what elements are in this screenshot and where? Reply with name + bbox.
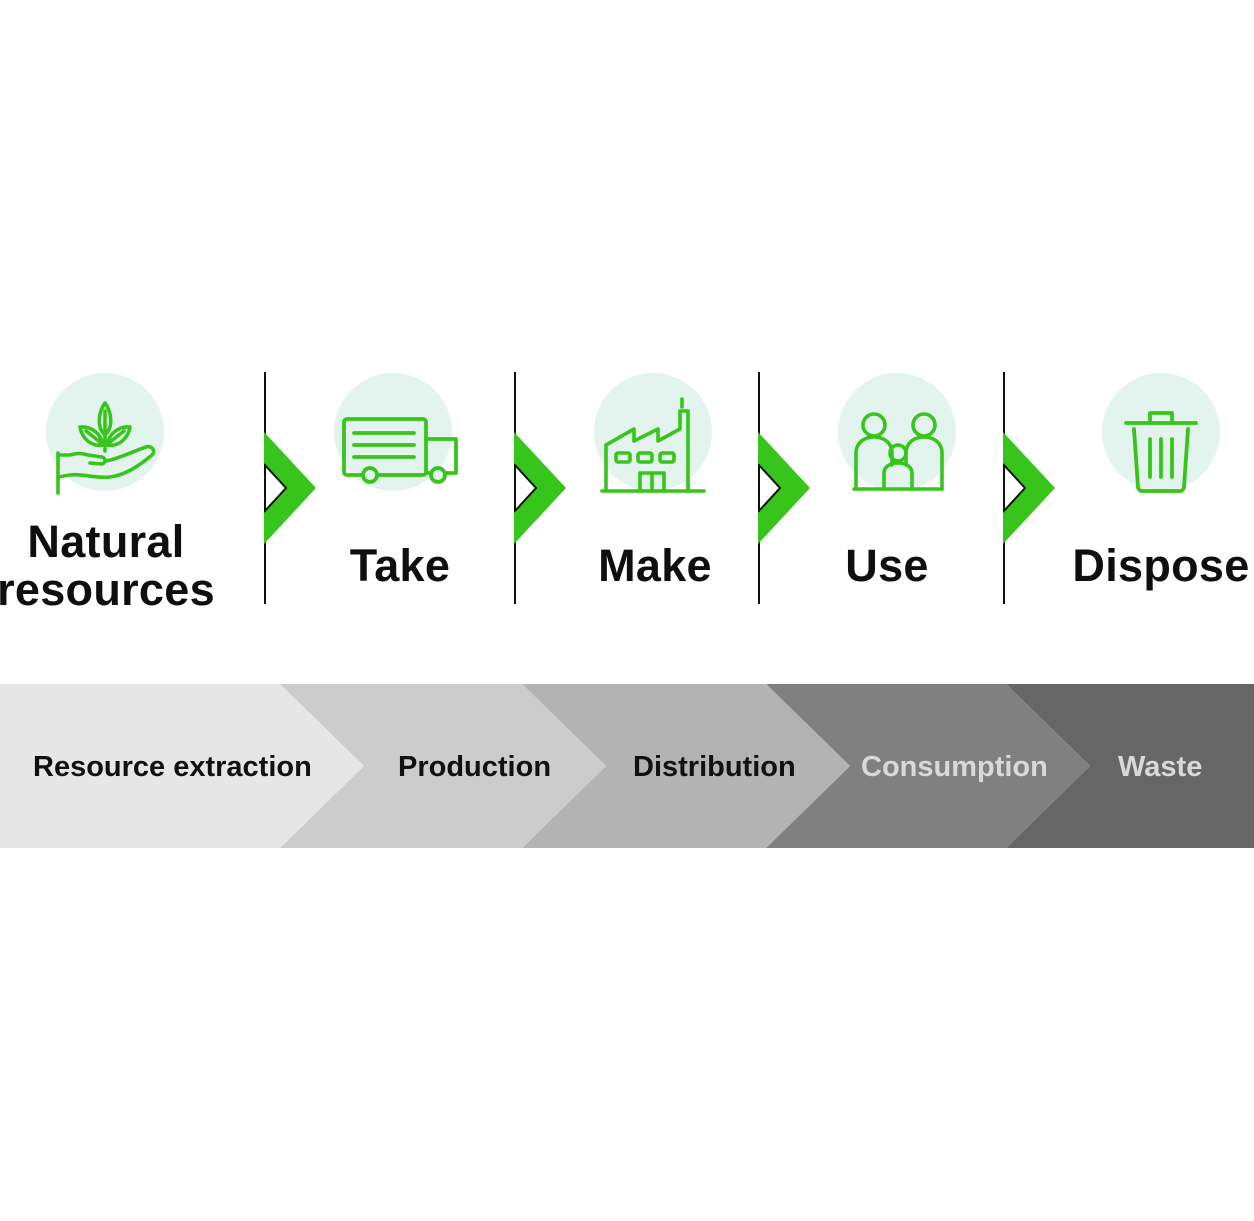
step-label-natural-line-2: resources bbox=[0, 564, 215, 615]
use-icon-circle bbox=[838, 373, 956, 491]
chevron-right-icon bbox=[514, 432, 566, 544]
factory-icon bbox=[600, 397, 706, 493]
flow-label-waste: Waste bbox=[1118, 751, 1203, 783]
flow-label-distribution: Distribution bbox=[633, 751, 796, 783]
step-label-natural-line-1: Natural bbox=[27, 516, 185, 567]
flow-segment-waste bbox=[1006, 684, 1254, 848]
flow-segment-distribution bbox=[522, 684, 850, 848]
divider-2 bbox=[514, 372, 516, 604]
step-label-dispose: Dispose bbox=[1072, 540, 1250, 591]
make-icon-circle bbox=[594, 373, 712, 493]
dispose-icon-circle bbox=[1102, 373, 1220, 493]
hand-with-plant-icon bbox=[56, 401, 156, 495]
step-label-take: Take bbox=[349, 540, 451, 591]
flow-bar bbox=[0, 684, 1254, 848]
flow-segment-resource-extraction bbox=[0, 684, 364, 848]
chevron-right-icon bbox=[264, 432, 316, 544]
step-label-make: Make bbox=[598, 540, 712, 591]
family-people-icon bbox=[852, 412, 944, 491]
chevron-right-icon bbox=[1003, 432, 1055, 544]
flow-label-production: Production bbox=[398, 751, 552, 783]
flow-segment-production bbox=[280, 684, 606, 848]
step-label-use: Use bbox=[845, 540, 929, 591]
divider-1 bbox=[264, 372, 266, 604]
natural-resources-icon-circle bbox=[46, 373, 164, 495]
trash-bin-icon bbox=[1124, 411, 1198, 493]
take-icon-circle bbox=[334, 373, 458, 491]
chevron-right-icon bbox=[758, 432, 810, 544]
flow-label-resource-extraction: Resource extraction bbox=[33, 751, 312, 783]
delivery-truck-icon bbox=[342, 417, 458, 484]
divider-4 bbox=[1003, 372, 1005, 604]
flow-segment-consumption bbox=[766, 684, 1090, 848]
divider-3 bbox=[758, 372, 760, 604]
flow-label-consumption: Consumption bbox=[861, 751, 1048, 783]
step-label-natural-resources: Natural resources bbox=[0, 518, 216, 614]
